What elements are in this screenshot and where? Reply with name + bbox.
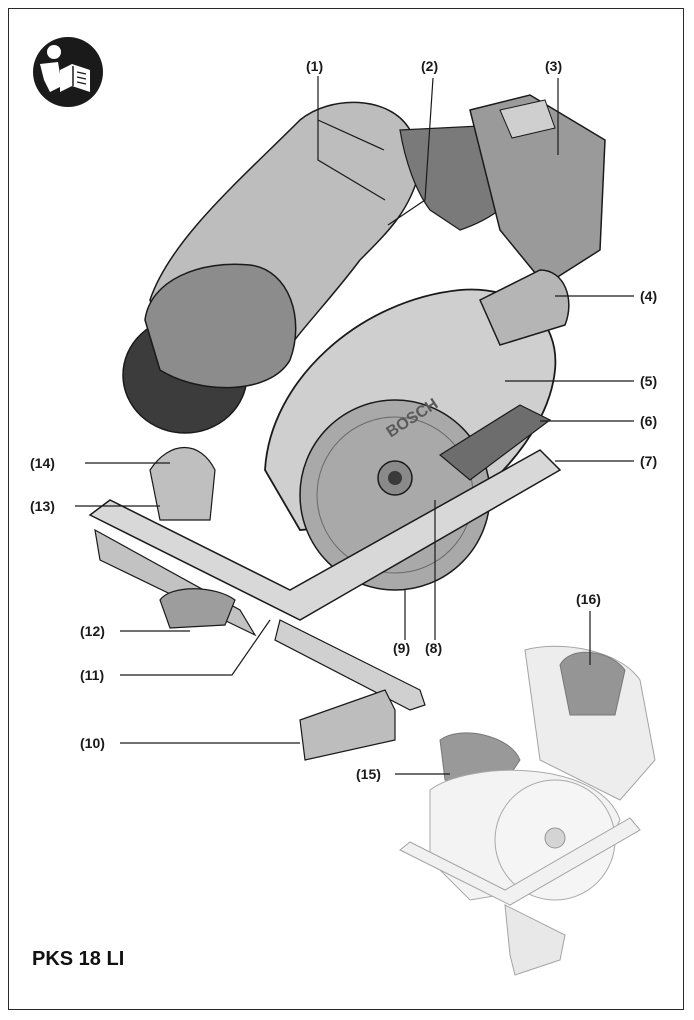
label-15: (15) [356,766,381,782]
label-7: (7) [640,453,657,469]
label-2: (2) [421,58,438,74]
page-frame [8,8,684,1010]
label-11: (11) [80,667,104,683]
label-4: (4) [640,288,657,304]
label-14: (14) [30,455,55,471]
model-name: PKS 18 LI [32,948,125,970]
label-9: (9) [393,640,410,656]
label-6: (6) [640,413,657,429]
callout-labels: (1) (2) (3) (4) (5) (6) (7) (8) (9) (10)… [30,58,657,782]
label-5: (5) [640,373,657,389]
label-3: (3) [545,58,562,74]
main-saw: BOSCH [88,94,606,761]
label-8: (8) [425,640,442,656]
leader-lines [75,76,634,775]
label-16: (16) [576,591,601,607]
label-10: (10) [80,735,105,751]
read-manual-icon [33,37,103,107]
label-12: (12) [80,623,105,639]
ghost-saw [399,645,656,976]
label-1: (1) [306,58,323,74]
label-13: (13) [30,498,55,514]
